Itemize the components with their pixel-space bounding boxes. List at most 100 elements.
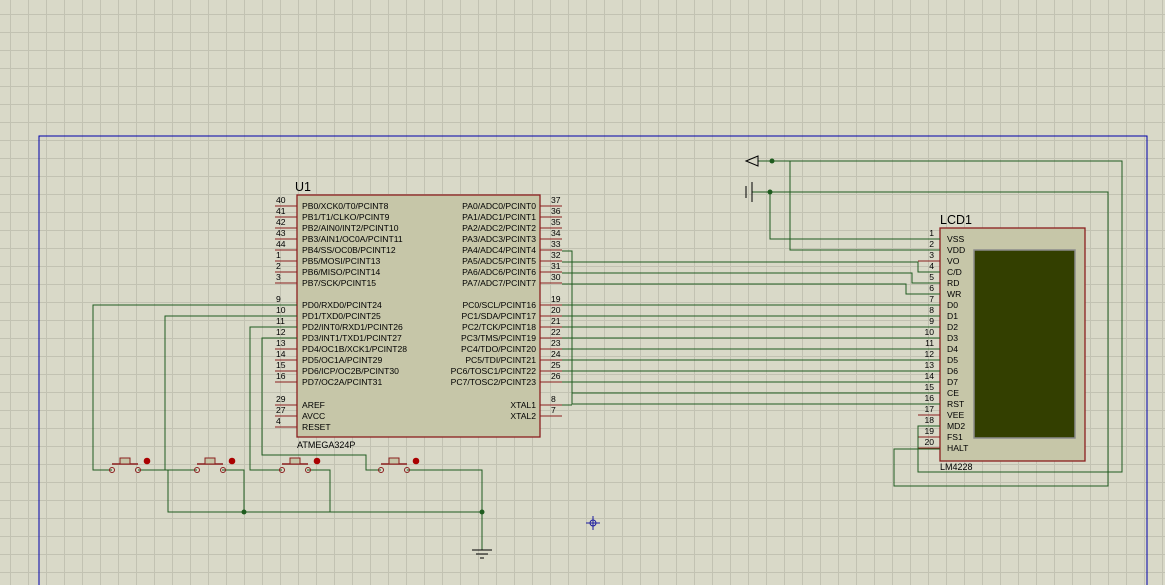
mcu-pin-number: 12: [276, 327, 286, 337]
mcu-pin-label: XTAL1: [510, 400, 536, 410]
button-contact: [305, 467, 311, 473]
battery-terminal[interactable]: [745, 182, 753, 202]
mcu-pin-label: PC6/TOSC1/PCINT22: [451, 366, 537, 376]
wire-pa6: [562, 272, 940, 284]
mcu-pin-number: 33: [551, 239, 561, 249]
mcu-pin-number: 4: [276, 416, 281, 426]
mcu-pin-number: 23: [551, 338, 561, 348]
lcd-pin-number: 9: [929, 316, 934, 326]
button-state-dot[interactable]: [313, 457, 321, 465]
lcd-pin-label: D0: [947, 300, 958, 310]
button-cap[interactable]: [388, 457, 400, 465]
lcd-lcd1[interactable]: LCD1 LM4228 1VSS2VDD3VO4C/D5RD6WR7D08D19…: [918, 213, 1086, 472]
lcd-pin-number: 3: [929, 250, 934, 260]
junction-dot: [769, 158, 775, 164]
push-button[interactable]: [279, 457, 321, 473]
lcd-pin-label: HALT: [947, 443, 969, 453]
lcd-ref-label: LCD1: [940, 213, 972, 227]
power-terminal[interactable]: [744, 155, 759, 167]
lcd-pin-label: VO: [947, 256, 960, 266]
lcd-part-label: LM4228: [940, 462, 973, 472]
wires: [92, 160, 1123, 550]
lcd-pin-number: 16: [924, 393, 934, 403]
mcu-pin-number: 19: [551, 294, 561, 304]
wire-btn2-gnd: [222, 469, 245, 512]
button-contact: [378, 467, 384, 473]
mcu-pin-number: 10: [276, 305, 286, 315]
mcu-pin-number: 25: [551, 360, 561, 370]
push-buttons[interactable]: [109, 457, 420, 473]
button-cap[interactable]: [119, 457, 131, 465]
mcu-pin-number: 9: [276, 294, 281, 304]
mcu-pin-number: 42: [276, 217, 286, 227]
mcu-pin-label: PC5/TDI/PCINT21: [465, 355, 536, 365]
lcd-pin-label: D5: [947, 355, 958, 365]
mcu-pin-label: PD5/OC1A/PCINT29: [302, 355, 382, 365]
lcd-pin-label: VSS: [947, 234, 964, 244]
mcu-pin-number: 24: [551, 349, 561, 359]
lcd-pin-label: D3: [947, 333, 958, 343]
mcu-pin-label: PC2/TCK/PCINT18: [462, 322, 536, 332]
junction-dot: [767, 189, 773, 195]
mcu-pin-label: PD2/INT0/RXD1/PCINT26: [302, 322, 403, 332]
mcu-body[interactable]: [296, 194, 541, 438]
mcu-pin-number: 14: [276, 349, 286, 359]
mcu-pin-number: 22: [551, 327, 561, 337]
mcu-pin-number: 44: [276, 239, 286, 249]
wire-pd3: [261, 337, 381, 471]
mcu-pin-label: PB1/T1/CLKO/PCINT9: [302, 212, 390, 222]
lcd-pin-label: RD: [947, 278, 959, 288]
mcu-pin-number: 16: [276, 371, 286, 381]
lcd-pin-number: 18: [924, 415, 934, 425]
button-contact: [109, 467, 115, 473]
lcd-pin-label: RST: [947, 399, 965, 409]
button-state-dot[interactable]: [143, 457, 151, 465]
mcu-pin-label: PC0/SCL/PCINT16: [462, 300, 536, 310]
sheet-border: [38, 135, 1148, 585]
button-state-dot[interactable]: [412, 457, 420, 465]
mcu-pin-number: 43: [276, 228, 286, 238]
wire-pwr-top: [758, 160, 1123, 473]
wire-pd2: [249, 326, 297, 471]
lcd-pin-number: 13: [924, 360, 934, 370]
mcu-pin-number: 32: [551, 250, 561, 260]
mcu-pin-label: PA4/ADC4/PCINT4: [462, 245, 536, 255]
button-contact: [220, 467, 226, 473]
lcd-pin-label: MD2: [947, 421, 965, 431]
wire-vss: [769, 192, 940, 240]
button-state-dot[interactable]: [228, 457, 236, 465]
mcu-pin-number: 15: [276, 360, 286, 370]
push-button[interactable]: [378, 457, 420, 473]
mcu-pin-label: PA1/ADC1/PCINT1: [462, 212, 536, 222]
button-cap[interactable]: [204, 457, 216, 465]
mcu-pin-number: 27: [276, 405, 286, 415]
wire-vdd: [789, 161, 940, 251]
mcu-pin-label: PB6/MISO/PCINT14: [302, 267, 381, 277]
push-button[interactable]: [109, 457, 151, 473]
lcd-pin-label: C/D: [947, 267, 962, 277]
mcu-pin-number: 20: [551, 305, 561, 315]
mcu-pin-label: PC4/TDO/PCINT20: [461, 344, 536, 354]
lcd-pin-label: FS1: [947, 432, 963, 442]
lcd-pin-label: D1: [947, 311, 958, 321]
mcu-pin-number: 36: [551, 206, 561, 216]
push-button[interactable]: [194, 457, 236, 473]
button-contact: [194, 467, 200, 473]
lcd-pin-label: WR: [947, 289, 961, 299]
mcu-pin-label: PD1/TXD0/PCINT25: [302, 311, 381, 321]
mcu-pin-number: 34: [551, 228, 561, 238]
mcu-pin-label: PC1/SDA/PCINT17: [461, 311, 536, 321]
ground-symbol[interactable]: [472, 549, 492, 559]
mcu-pin-label: AVCC: [302, 411, 325, 421]
mcu-pin-label: PD4/OC1B/XCK1/PCINT28: [302, 344, 407, 354]
wire-pd1: [164, 315, 297, 471]
mcu-pin-number: 29: [276, 394, 286, 404]
lcd-pin-number: 4: [929, 261, 934, 271]
mcu-pin-label: XTAL2: [510, 411, 536, 421]
mcu-pin-number: 1: [276, 250, 281, 260]
mcu-u1[interactable]: U1 ATMEGA324P 40PB0/XCK0/T0/PCINT841PB1/…: [275, 180, 562, 450]
button-cap[interactable]: [289, 457, 301, 465]
wire-gnd-top: [752, 191, 1109, 487]
